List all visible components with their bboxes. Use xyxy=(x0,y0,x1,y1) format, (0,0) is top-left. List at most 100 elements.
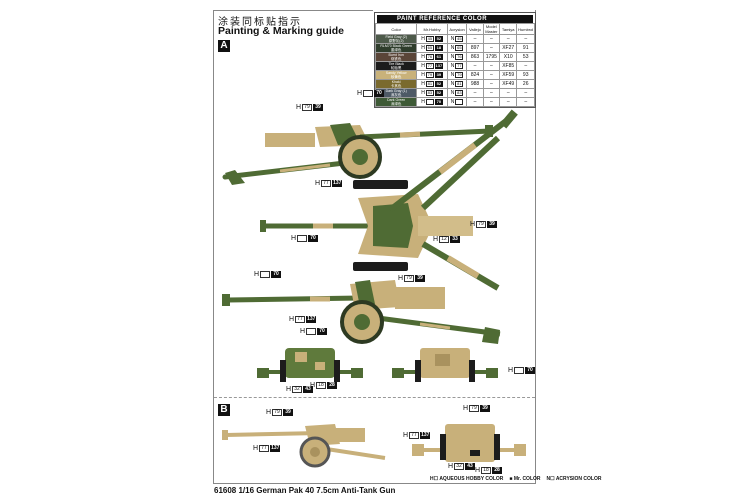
tamiya-cell: XF59 xyxy=(498,70,518,80)
gun-front-view-a xyxy=(257,348,363,382)
vallejo-cell: 863 xyxy=(466,52,484,62)
col-header: Mr.Hobby xyxy=(416,23,448,35)
vallejo-cell: – xyxy=(466,34,484,44)
humbrol-cell: – xyxy=(516,34,535,44)
col-header: Tamiya xyxy=(498,23,518,35)
model-master-cell: 1795 xyxy=(482,52,501,62)
model-master-cell: – xyxy=(482,79,501,89)
product-footer: 61608 1/16 German Pak 40 7.5cm Anti-Tank… xyxy=(214,486,396,495)
color-swatch: Field Gray (2)原野灰(2) xyxy=(374,34,418,44)
legend-item-acrysion: N☐ ACRYSION COLOR xyxy=(546,476,602,482)
model-master-cell: – xyxy=(482,34,501,44)
humbrol-cell: – xyxy=(516,61,535,71)
paint-reference-table: PAINT REFERENCE COLOR Color Mr.Hobby Acr… xyxy=(374,12,536,108)
table-header-row: Color Mr.Hobby Acrysion Vallejo Model Ma… xyxy=(374,23,535,35)
vallejo-cell: 897 xyxy=(466,43,484,53)
scheme-a-badge: A xyxy=(218,40,230,52)
tamiya-cell: – xyxy=(498,34,518,44)
paint-table-title: PAINT REFERENCE COLOR xyxy=(377,15,533,23)
humbrol-cell: 26 xyxy=(516,79,535,89)
section-divider xyxy=(214,397,535,398)
humbrol-cell: 53 xyxy=(516,52,535,62)
vallejo-cell: – xyxy=(466,88,484,98)
vallejo-cell: – xyxy=(466,97,484,107)
tamiya-cell: XF49 xyxy=(498,79,518,89)
col-header: Acrysion xyxy=(446,23,468,35)
gun-side-view-b xyxy=(222,424,386,468)
vallejo-cell: 824 xyxy=(466,70,484,80)
tamiya-cell: X10 xyxy=(498,52,518,62)
model-master-cell: – xyxy=(482,88,501,98)
gun-side-view-left xyxy=(222,280,501,344)
model-master-cell: – xyxy=(482,43,501,53)
legend-item-mr-color: ■ Mr. COLOR xyxy=(509,476,541,482)
legend-item-aqueous: H☐ AQUEOUS HOBBY COLOR xyxy=(430,476,504,482)
gun-rear-view-b xyxy=(412,424,526,462)
col-header: Color xyxy=(374,23,418,35)
tamiya-cell: XF27 xyxy=(498,43,518,53)
col-header: Vallejo xyxy=(466,23,484,35)
tamiya-cell: XF85 xyxy=(498,61,518,71)
tamiya-cell: – xyxy=(498,88,518,98)
title-english: Painting & Marking guide xyxy=(218,25,345,37)
gun-trail-upper xyxy=(388,109,518,213)
scheme-b-badge: B xyxy=(218,404,230,416)
vallejo-cell: – xyxy=(466,61,484,71)
color-legend: H☐ AQUEOUS HOBBY COLOR ■ Mr. COLOR N☐ AC… xyxy=(430,476,601,482)
col-header: Model Master xyxy=(482,23,501,35)
humbrol-cell: 91 xyxy=(516,43,535,53)
humbrol-cell: – xyxy=(516,97,535,107)
frame-top-border xyxy=(213,10,373,11)
tamiya-cell: – xyxy=(498,97,518,107)
guide-frame xyxy=(213,10,536,484)
humbrol-cell: 93 xyxy=(516,70,535,80)
model-master-cell: – xyxy=(482,97,501,107)
gun-rear-view-a xyxy=(392,348,498,382)
humbrol-cell: – xyxy=(516,88,535,98)
gun-top-view xyxy=(260,135,501,291)
title-chinese: 涂装同标贴指示 xyxy=(218,17,302,28)
model-master-cell: – xyxy=(482,70,501,80)
